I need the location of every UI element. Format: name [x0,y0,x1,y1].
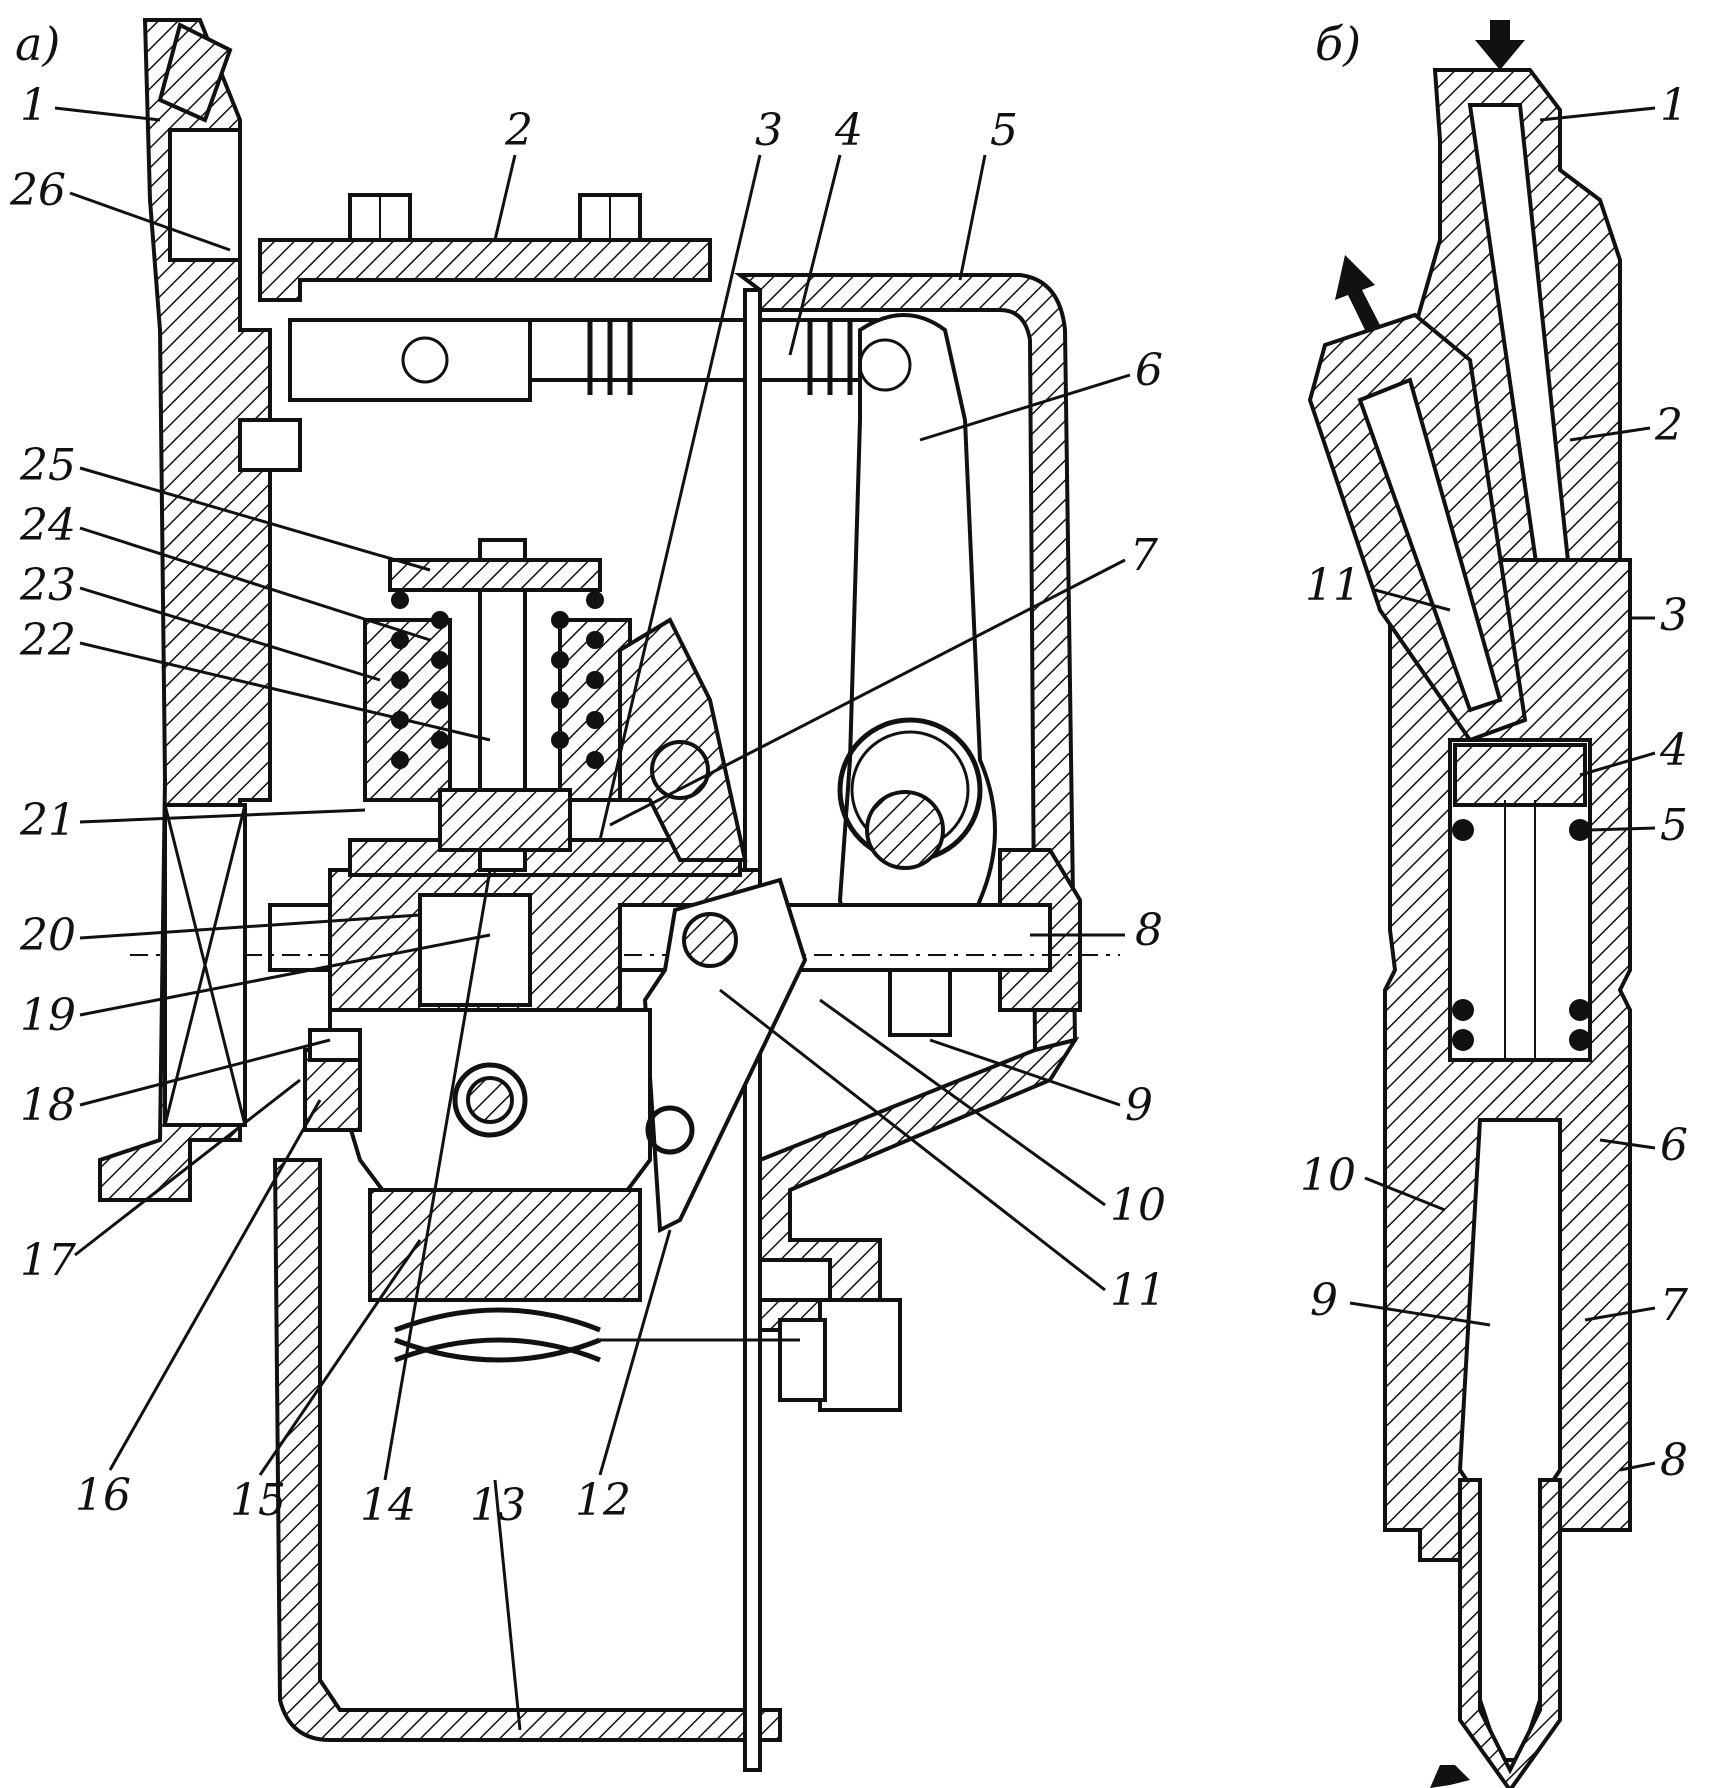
label-a-3: 3 [755,105,783,156]
label-a-8: 8 [1135,905,1163,956]
label-a-9: 9 [1125,1080,1153,1131]
label-a-18: 18 [20,1080,76,1131]
lever-shaft [865,790,945,870]
label-a-2: 2 [504,105,533,156]
lower-right-wall [758,1036,1080,1332]
label-a-26: 26 [9,165,66,216]
stem-base [438,788,572,852]
lever-6 [837,313,997,972]
label-a-14: 14 [360,1480,416,1531]
inlet-arrow-icon [1475,20,1525,70]
lever-foot-9 [888,963,952,1037]
seal-18 [308,1028,362,1062]
pivot-14-inner [466,1076,514,1124]
rod-spring [587,318,853,395]
governor-springs [391,591,604,769]
lever-pivot-top [858,338,912,392]
bracket-pin-7 [650,740,710,800]
label-a-15: 15 [230,1475,286,1526]
label-a-21: 21 [19,795,76,846]
label-a-11: 11 [1110,1265,1166,1316]
label-b-4: 4 [1659,725,1688,776]
ring-clip [645,1105,695,1155]
label-a-6: 6 [1135,345,1163,396]
bottom-bolt-head [778,1318,827,1402]
spray-arrow-icon [1430,1765,1470,1788]
label-a-23: 23 [19,560,76,611]
injector-spring-5 [1452,819,1591,1051]
panel-a-labels: а) 1 26 2 3 4 5 6 7 8 9 10 11 12 13 14 1… [9,17,1166,1731]
label-b-9: 9 [1310,1275,1338,1326]
label-a-20: 20 [19,910,76,961]
label-b-3: 3 [1660,590,1688,641]
panel-b-labels: б) 1 2 3 4 5 6 7 8 9 10 11 [1300,17,1688,1486]
inlet-fitting-1 [157,22,233,123]
label-b-2: 2 [1654,400,1683,451]
label-a-19: 19 [20,990,76,1041]
label-b-8: 8 [1660,1435,1688,1486]
label-a-5: 5 [990,105,1018,156]
label-a-25: 25 [19,440,76,491]
seal-16 [303,1048,362,1132]
label-b-1: 1 [1660,80,1688,131]
nozzle-tip [1458,1478,1562,1788]
label-a-12: 12 [575,1475,631,1526]
label-a-16: 16 [75,1470,131,1521]
bottom-pan-13 [272,1158,782,1742]
lever-11-pin [682,912,738,968]
leakoff-arrow-icon [1335,255,1380,330]
panel-a-drawing [98,18,1120,1772]
counterweight-15 [368,1188,642,1302]
label-b-11: 11 [1305,560,1361,611]
fitting-26 [168,128,242,262]
panel-b-drawing [1307,20,1632,1788]
top-cover-2 [258,238,712,302]
label-a-17: 17 [20,1235,76,1286]
label-a-1: 1 [20,80,48,131]
top-bolts [348,193,642,242]
flyweight-bracket [618,617,748,862]
panel-b-marker: б) [1315,17,1361,71]
bottom-bolt [818,1298,902,1412]
label-b-7: 7 [1660,1280,1688,1331]
panel-a-marker: а) [15,17,60,71]
pivot-14 [452,1062,528,1138]
spring-cage [363,618,452,802]
rod-clip [401,336,449,384]
stem-cap-25 [388,558,602,592]
label-a-22: 22 [19,615,76,666]
rod-end-left [288,318,532,402]
label-a-4: 4 [834,105,863,156]
label-b-5: 5 [1660,800,1688,851]
label-b-6: 6 [1660,1120,1688,1171]
label-a-24: 24 [19,500,76,551]
label-a-10: 10 [1110,1180,1166,1231]
label-a-7: 7 [1130,530,1158,581]
small-bolt-left [238,418,302,472]
label-b-10: 10 [1300,1150,1356,1201]
spring-seat-4 [1453,743,1587,807]
bottom-springs [394,1307,601,1363]
